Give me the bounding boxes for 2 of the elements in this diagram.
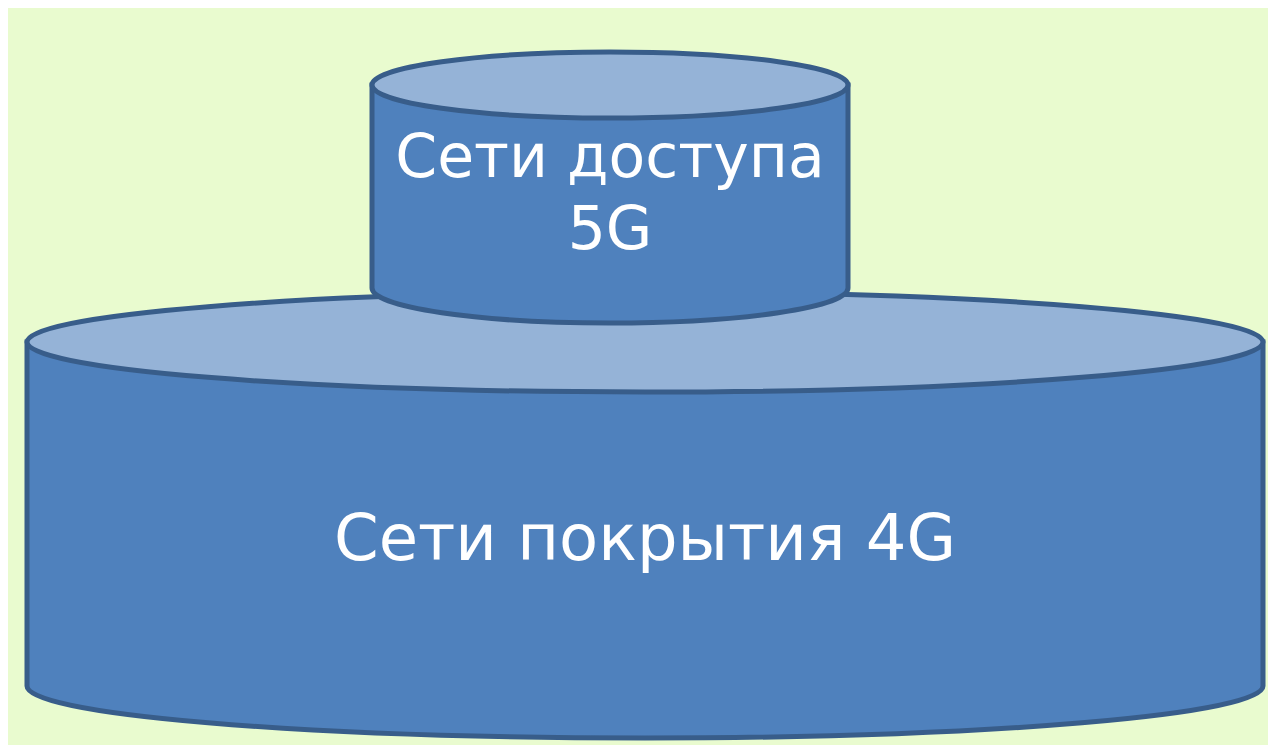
cylinder-label: Сети покрытия 4G <box>332 500 958 577</box>
cylinder-label: Сети доступа 5G <box>394 120 826 264</box>
